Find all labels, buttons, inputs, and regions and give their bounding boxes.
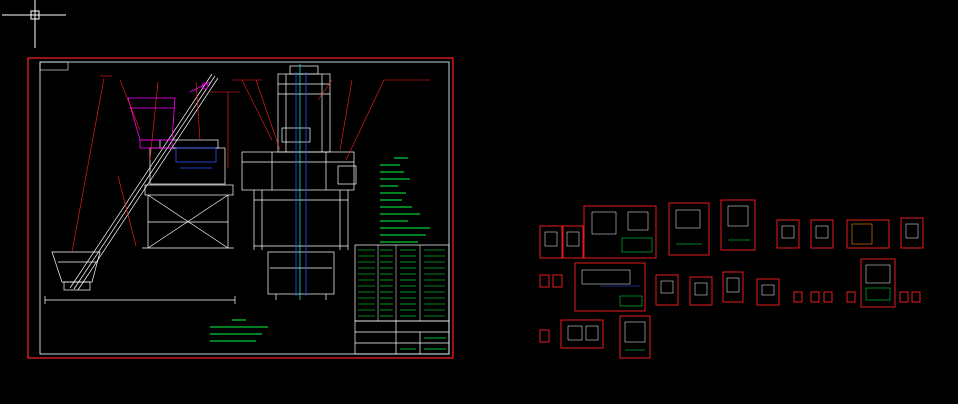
thumbnail-sheet[interactable] bbox=[810, 219, 834, 249]
thumbnail-sheet[interactable] bbox=[776, 219, 800, 249]
aggregate-bin bbox=[127, 81, 211, 149]
thumbnail-sheet[interactable] bbox=[560, 319, 604, 349]
thumbnail-sheet[interactable] bbox=[689, 276, 713, 306]
thumbnail-sheet[interactable] bbox=[860, 258, 896, 308]
thumbnail-sheet[interactable] bbox=[756, 278, 780, 306]
thumbnail-sheet[interactable] bbox=[899, 291, 909, 303]
sheet-corner-box bbox=[39, 61, 69, 71]
thumbnail-sheet[interactable] bbox=[655, 274, 679, 306]
thumbnail-sheet[interactable] bbox=[793, 291, 803, 303]
main-drawing-sheet[interactable] bbox=[27, 57, 454, 359]
guide-rails bbox=[295, 64, 307, 300]
thumbnail-sheet[interactable] bbox=[722, 271, 744, 303]
thumbnail-sheet[interactable] bbox=[900, 217, 924, 249]
side-view-drawing bbox=[44, 73, 236, 304]
technical-specs-notes bbox=[210, 157, 430, 342]
thumbnail-sheet[interactable] bbox=[846, 219, 890, 249]
sheet-border-outer bbox=[27, 57, 454, 359]
thumbnail-sheet[interactable] bbox=[574, 262, 646, 312]
thumbnail-sheet[interactable] bbox=[823, 291, 833, 303]
thumbnail-sheet[interactable] bbox=[619, 315, 651, 359]
thumbnail-sheet[interactable] bbox=[552, 274, 563, 288]
thumbnail-sheet[interactable] bbox=[810, 291, 820, 303]
thumbnail-sheet[interactable] bbox=[720, 199, 756, 251]
weigh-hopper bbox=[175, 147, 217, 169]
leader-lines-right bbox=[232, 79, 430, 161]
thumbnail-drawing-sheets[interactable] bbox=[539, 199, 924, 359]
thumbnail-sheet[interactable] bbox=[539, 225, 563, 259]
thumbnail-sheet[interactable] bbox=[668, 202, 710, 256]
sheet-border-inner bbox=[39, 61, 450, 355]
leader-lines-left bbox=[71, 75, 240, 253]
thumbnail-sheet[interactable] bbox=[562, 225, 584, 259]
thumbnail-sheet[interactable] bbox=[539, 329, 550, 343]
crosshair-cursor-icon bbox=[2, 0, 66, 48]
thumbnail-sheet[interactable] bbox=[583, 205, 657, 259]
thumbnail-sheet[interactable] bbox=[539, 274, 550, 288]
title-block bbox=[354, 320, 450, 355]
thumbnail-sheet[interactable] bbox=[846, 291, 856, 303]
thumbnail-sheet[interactable] bbox=[911, 291, 921, 303]
